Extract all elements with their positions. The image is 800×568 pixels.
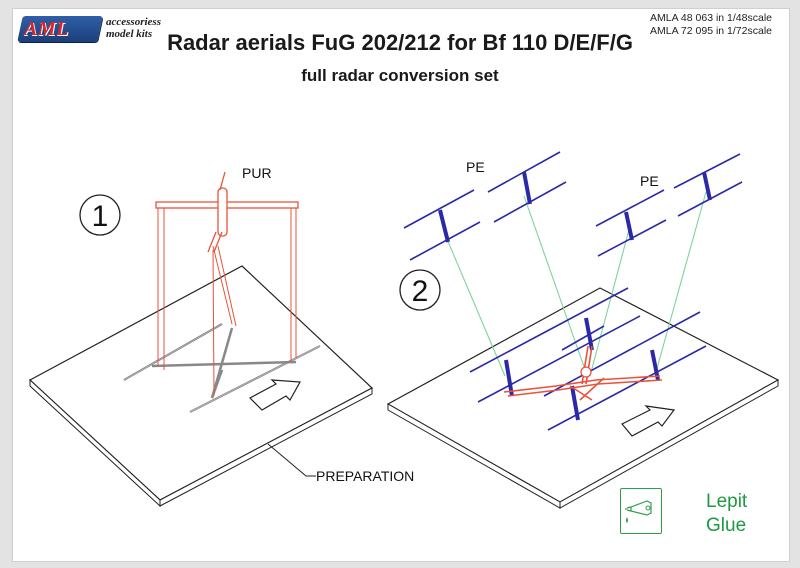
page-title: Radar aerials FuG 202/212 for Bf 110 D/E… (167, 30, 633, 55)
glue-label-line2: Glue (706, 515, 747, 536)
step-2-pe-label-left: PE (466, 159, 485, 175)
step-1-base-plate-edge-right (159, 387, 373, 507)
step-2-assembly: 2 PE PE (386, 151, 780, 509)
pe-dipole-4 (673, 153, 743, 217)
step-1-assembly: 1 PUR (28, 165, 374, 508)
step-1-number: 1 (92, 200, 109, 233)
step-2-guide-lines (443, 191, 707, 379)
step-1-direction-arrow (249, 379, 301, 411)
logo-tagline-line2: model kits (106, 28, 153, 40)
step-2-installed-aerial (469, 287, 707, 431)
step-2-direction-arrow (621, 405, 676, 437)
step-1-aerial-frame (123, 323, 321, 413)
logo-tagline-line1: accessoriess (106, 16, 161, 28)
product-codes: AMLA 48 063 in 1/48scale AMLA 72 095 in … (650, 12, 772, 38)
pe-dipole-1 (403, 189, 481, 261)
product-code-72: AMLA 72 095 in 1/72scale (649, 25, 772, 37)
logo-tagline: accessoriess model kits (106, 16, 161, 40)
preparation-callout: PREPARATION (267, 443, 414, 484)
step-1-guide-lines (157, 202, 297, 397)
step-2-pe-label-right: PE (640, 173, 659, 189)
pe-dipole-3 (595, 189, 667, 257)
step-1-number-circle (79, 194, 121, 236)
step-2-number: 2 (412, 275, 429, 308)
pe-dipole-2 (487, 151, 567, 223)
preparation-label: PREPARATION (316, 468, 414, 484)
step-1-base-plate (28, 265, 374, 501)
glue-label-line1: Lepit (706, 491, 748, 512)
step-1-pur-mast (207, 171, 228, 253)
page-subtitle: full radar conversion set (301, 66, 499, 85)
brand-logo: AML accessoriess model kits (17, 14, 170, 54)
step-2-number-circle (399, 269, 441, 311)
step-1-pur-label: PUR (242, 165, 272, 181)
logo-text: AML (24, 18, 69, 40)
glue-label: Lepit Glue (706, 490, 766, 538)
glue-tube-graphic (625, 500, 652, 523)
step-2-floating-pe-parts (403, 151, 743, 261)
glue-tube-icon (620, 488, 662, 534)
step-2-base-plate-edge-right (559, 379, 779, 509)
product-code-48: AMLA 48 063 in 1/48scale (649, 12, 772, 24)
